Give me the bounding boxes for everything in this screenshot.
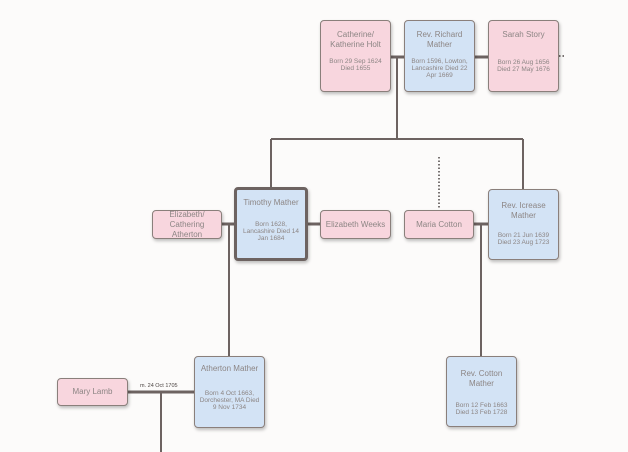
person-name: Timothy Mather [243, 198, 299, 207]
person-dates: Born 1628, Lancashire Died 14 Jan 1684 [242, 221, 299, 242]
person-card-sarah-story[interactable]: Sarah Story Born 26 Aug 1656 Died 27 May… [488, 20, 559, 92]
person-name: Maria Cotton [416, 219, 462, 229]
person-dates: Born 29 Sep 1624 Died 1655 [329, 58, 382, 72]
person-name: Atherton Mather [200, 364, 259, 373]
person-name: Catherine/ Katherine Holt [330, 30, 381, 49]
person-name: Elizabeth/ Cathering Atherton [169, 209, 205, 239]
person-card-cotton-mather[interactable]: Rev. Cotton Mather Born 12 Feb 1663 Died… [446, 356, 517, 427]
person-name: Mary Lamb [72, 387, 113, 396]
person-dates: Born 26 Aug 1656 Died 27 May 1676 [497, 59, 550, 73]
person-card-catherine-holt[interactable]: Catherine/ Katherine Holt Born 29 Sep 16… [320, 20, 391, 92]
person-card-timothy-mather[interactable]: Timothy Mather Born 1628, Lancashire Die… [234, 187, 308, 261]
person-card-maria-cotton[interactable]: Maria Cotton [404, 210, 474, 239]
person-name: Rev. Icrease Mather [501, 201, 546, 220]
person-dates: Born 21 Jun 1639 Died 23 Aug 1723 [497, 232, 550, 246]
person-name: Rev. Richard Mather [416, 30, 463, 49]
marriage-date-label: m. 24 Oct 1705 [140, 383, 178, 389]
person-dates: Born 4 Oct 1663, Dorchester, MA Died 9 N… [199, 390, 260, 411]
person-card-richard-mather[interactable]: Rev. Richard Mather Born 1596, Lowton, L… [404, 20, 475, 92]
person-name: Sarah Story [502, 30, 545, 39]
person-name: Rev. Cotton Mather [460, 369, 503, 388]
person-dates: Born 1596, Lowton, Lancashire Died 22 Ap… [411, 58, 468, 79]
person-card-mary-lamb[interactable]: Mary Lamb [57, 378, 128, 406]
person-card-elizabeth-atherton[interactable]: Elizabeth/ Cathering Atherton [152, 210, 222, 239]
person-card-atherton-mather[interactable]: Atherton Mather Born 4 Oct 1663, Dorches… [194, 356, 265, 428]
person-dates: Born 12 Feb 1663 Died 13 Feb 1728 [455, 402, 508, 416]
person-name: Elizabeth Weeks [325, 219, 386, 229]
person-card-increase-mather[interactable]: Rev. Icrease Mather Born 21 Jun 1639 Die… [488, 189, 559, 260]
person-card-elizabeth-weeks[interactable]: Elizabeth Weeks [320, 210, 391, 239]
